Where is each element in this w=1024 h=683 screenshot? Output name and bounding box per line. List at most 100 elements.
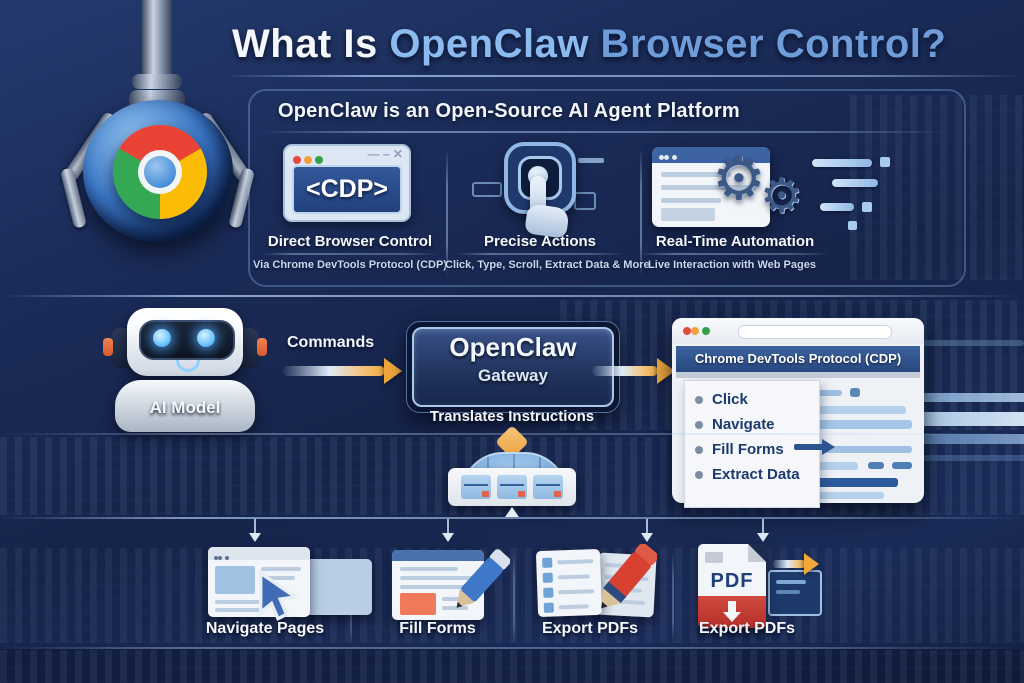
- line: [776, 590, 800, 594]
- line: [776, 580, 806, 584]
- line: [661, 172, 731, 177]
- pdf-page: PDF: [698, 544, 766, 628]
- line: [442, 606, 468, 610]
- feature-divider-1: [262, 253, 438, 255]
- line: [215, 608, 263, 612]
- gear-icon: ⚙: [760, 170, 804, 223]
- skeleton-line: [788, 492, 884, 499]
- window-close-icon: — – ✕: [367, 147, 403, 161]
- cdp-window-chrome: [672, 318, 924, 344]
- drop-stem: [254, 519, 256, 533]
- speed-dot: [880, 157, 890, 167]
- dot-green: [315, 156, 323, 164]
- gateway-subtitle: Gateway: [478, 366, 548, 385]
- cdp-window: Chrome DevTools Protocol (CDP) Click Nav…: [672, 318, 924, 508]
- section-divider: [0, 295, 1024, 297]
- export-arrow: [772, 560, 806, 568]
- cursor-arrow-icon: [258, 571, 300, 622]
- cdp-action-label: Navigate: [712, 416, 775, 433]
- subtitle-underline: [262, 131, 950, 133]
- gateway-arrow-head-icon: [657, 358, 675, 384]
- dot: [225, 556, 229, 560]
- bottom-item-label: Export PDFs: [541, 620, 638, 637]
- skeleton-line: [788, 478, 898, 487]
- bullet-icon: [695, 420, 703, 429]
- dot: [664, 155, 669, 160]
- feature-caption-3: Live Interaction with Web Pages: [648, 259, 816, 271]
- block: [661, 208, 715, 221]
- drop-stem: [447, 519, 449, 533]
- speed-dot: [862, 202, 872, 212]
- chrome-logo-center: [144, 156, 176, 188]
- cdp-action-label: Extract Data: [712, 466, 800, 483]
- gear-icon: ⚙: [712, 145, 766, 212]
- ai-robot: AI Model: [85, 300, 285, 435]
- dot-yellow: [304, 156, 312, 164]
- fill-forms-icon: [388, 548, 510, 620]
- webpage-header: [652, 147, 770, 163]
- block: [705, 552, 723, 563]
- pencil-blue-icon: [456, 549, 510, 608]
- speed-dot: [848, 221, 857, 230]
- line: [400, 585, 466, 589]
- page-title: What Is OpenClaw Browser Control?: [232, 22, 946, 67]
- title-part-3: Browser Control?: [588, 22, 947, 66]
- gateway-arrow: [592, 366, 658, 376]
- feature-caption-2: Click, Type, Scroll, Extract Data & More: [445, 259, 650, 271]
- line: [442, 597, 474, 601]
- pencil-red-icon: [601, 544, 657, 609]
- commands-arrow: [283, 366, 385, 376]
- line: [557, 574, 590, 580]
- export-arrow-head-icon: [804, 553, 819, 575]
- line: [661, 185, 756, 190]
- drop-arrow-icon: [757, 533, 769, 542]
- features-panel: [248, 89, 966, 287]
- drop-stem: [646, 519, 648, 533]
- robot-eye-left: [153, 329, 171, 347]
- window-traffic-lights: [293, 151, 326, 169]
- line: [215, 600, 277, 604]
- hero-block: [215, 566, 255, 594]
- feature-heading-2: Precise Actions: [484, 233, 596, 250]
- data-bar: [905, 412, 1024, 426]
- robot-ear-pad-left: [103, 338, 113, 356]
- skeleton-line: [788, 406, 906, 414]
- check-square: [543, 587, 554, 598]
- line: [400, 567, 458, 571]
- check-square: [542, 572, 553, 583]
- tab-card: [533, 475, 563, 499]
- skeleton-line: [788, 420, 912, 429]
- pdf-text: PDF: [710, 570, 754, 592]
- commands-label: Commands: [287, 334, 375, 351]
- drop-arrow-icon: [641, 533, 653, 542]
- robot-eye-right: [197, 329, 215, 347]
- export-checklist-icon: [535, 544, 665, 620]
- data-bar: [905, 434, 1024, 444]
- commands-arrow-head-icon: [384, 358, 402, 384]
- feature-divider-3: [640, 253, 830, 255]
- speed-line: [820, 203, 854, 211]
- drop-stem: [762, 519, 764, 533]
- check-square: [542, 557, 553, 568]
- ui-fragment: [578, 158, 604, 163]
- drop-arrow-icon: [249, 533, 261, 542]
- connector-rail: [0, 517, 1024, 519]
- line: [400, 576, 474, 580]
- cdp-browser-window-icon: — – ✕ <CDP>: [283, 144, 411, 222]
- pdf-file-icon: PDF: [690, 540, 830, 628]
- check-square: [543, 602, 555, 613]
- drop-arrow-icon: [442, 533, 454, 542]
- ui-fragment: [472, 182, 502, 197]
- cdp-action-row: Navigate: [685, 412, 819, 437]
- cdp-action-row: Click: [685, 387, 819, 412]
- webpage-gears-icon: ⚙ ⚙: [652, 145, 892, 235]
- gateway-caption: Translates Instructions: [429, 408, 595, 425]
- skeleton-dash: [868, 462, 884, 469]
- title-part-2: OpenClaw: [389, 22, 589, 66]
- feature-divider-2: [458, 253, 624, 255]
- skeleton-line: [822, 446, 912, 453]
- speed-line: [832, 179, 878, 187]
- feature-heading-3: Real-Time Automation: [655, 233, 815, 250]
- bottom-item-divider: [672, 552, 674, 644]
- data-bar: [905, 340, 1024, 346]
